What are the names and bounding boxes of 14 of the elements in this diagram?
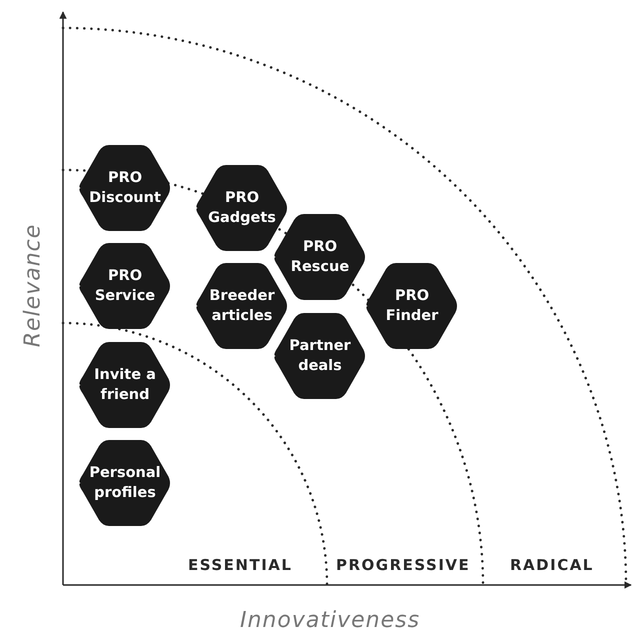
node-label: Invite a friend [93, 366, 157, 405]
node-label: Partner deals [288, 337, 352, 376]
axis-title: Innovativeness [240, 608, 420, 632]
axis-title: Relevance [20, 223, 46, 347]
node-label: PRO Finder [384, 287, 440, 326]
node-label: PRO Rescue [290, 238, 350, 277]
node-label: PRO Gadgets [207, 189, 277, 228]
zone-label: ESSENTIAL [188, 556, 292, 574]
node-label: PRO Discount [88, 169, 162, 208]
node-label: Personal profiles [88, 464, 162, 503]
node-label: Breeder articles [208, 287, 276, 326]
node-label: PRO Service [94, 267, 156, 306]
zone-label: RADICAL [510, 556, 594, 574]
zone-label: PROGRESSIVE [336, 556, 470, 574]
